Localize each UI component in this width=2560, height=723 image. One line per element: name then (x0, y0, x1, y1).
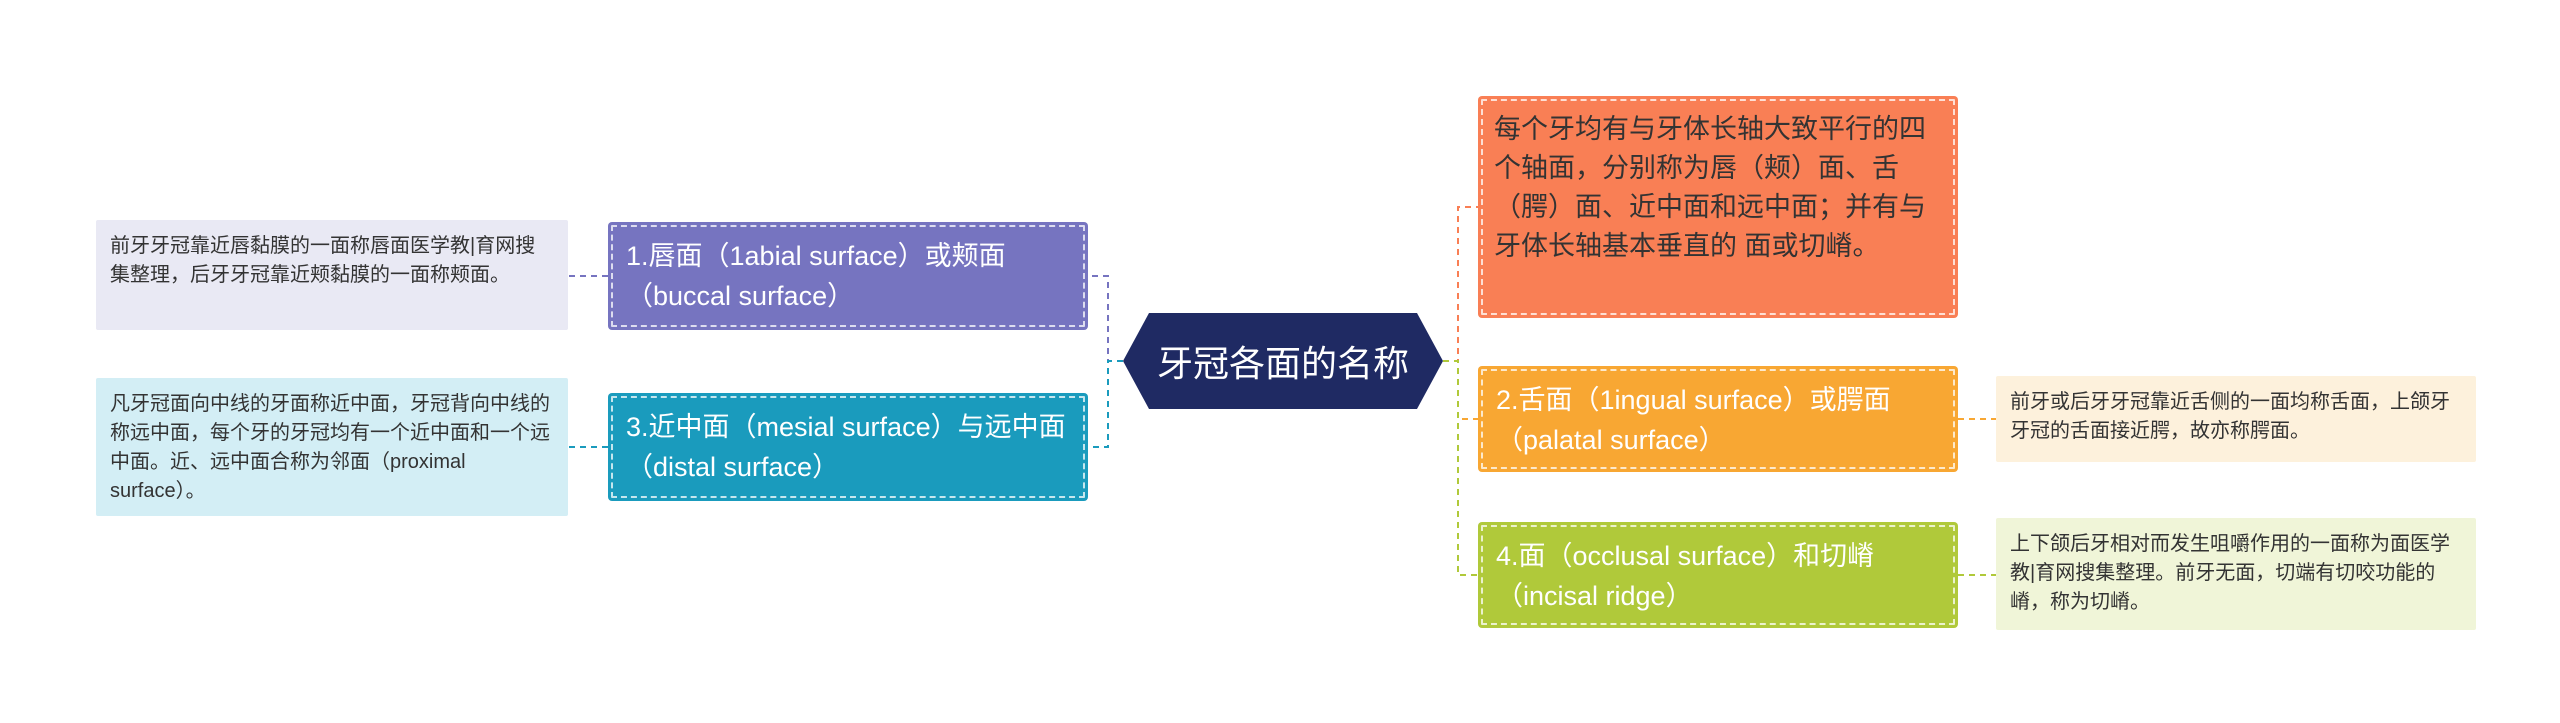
branch-occlusal-surface[interactable]: 4.面（occlusal surface）和切嵴（incisal ridge） (1478, 522, 1958, 628)
note-lingual-text: 前牙或后牙牙冠靠近舌侧的一面均称舌面，上颌牙牙冠的舌面接近腭，故亦称腭面。 (2010, 391, 2450, 442)
note-occlusal-surface[interactable]: 上下颌后牙相对而发生咀嚼作用的一面称为面医学教|育网搜集整理。前牙无面，切端有切… (1996, 518, 2476, 630)
branch-intro[interactable]: 每个牙均有与牙体长轴大致平行的四个轴面，分别称为唇（颊）面、舌（腭）面、近中面和… (1478, 96, 1958, 318)
branch-lingual-surface[interactable]: 2.舌面（1ingual surface）或腭面（palatal surface… (1478, 366, 1958, 472)
connector-center-occlusal (1443, 360, 1478, 576)
branch-occlusal-label: 4.面（occlusal surface）和切嵴（incisal ridge） (1496, 541, 1875, 611)
connector-center-lingual (1443, 360, 1478, 420)
note-labial-surface[interactable]: 前牙牙冠靠近唇黏膜的一面称唇面医学教|育网搜集整理，后牙牙冠靠近颊黏膜的一面称颊… (96, 220, 568, 330)
note-mesial-text: 凡牙冠面向中线的牙面称近中面，牙冠背向中线的称远中面，每个牙的牙冠均有一个近中面… (110, 393, 550, 502)
note-occlusal-text: 上下颌后牙相对而发生咀嚼作用的一面称为面医学教|育网搜集整理。前牙无面，切端有切… (2010, 533, 2450, 613)
central-topic-label: 牙冠各面的名称 (1156, 343, 1409, 384)
connector-center-intro (1443, 206, 1478, 362)
branch-labial-surface[interactable]: 1.唇面（1abial surface）或颊面（buccal surface） (608, 222, 1088, 330)
note-lingual-surface[interactable]: 前牙或后牙牙冠靠近舌侧的一面均称舌面，上颌牙牙冠的舌面接近腭，故亦称腭面。 (1996, 376, 2476, 462)
branch-mesial-surface[interactable]: 3.近中面（mesial surface）与远中面（distal surface… (608, 393, 1088, 501)
note-labial-text: 前牙牙冠靠近唇黏膜的一面称唇面医学教|育网搜集整理，后牙牙冠靠近颊黏膜的一面称颊… (110, 235, 536, 286)
branch-lingual-label: 2.舌面（1ingual surface）或腭面（palatal surface… (1496, 385, 1891, 455)
branch-mesial-label: 3.近中面（mesial surface）与远中面（distal surface… (626, 412, 1066, 482)
note-mesial-surface[interactable]: 凡牙冠面向中线的牙面称近中面，牙冠背向中线的称远中面，每个牙的牙冠均有一个近中面… (96, 378, 568, 516)
connector-center-mesial (1088, 360, 1123, 448)
central-topic[interactable]: 牙冠各面的名称 (1123, 313, 1443, 409)
branch-labial-label: 1.唇面（1abial surface）或颊面（buccal surface） (626, 241, 1006, 311)
branch-intro-label: 每个牙均有与牙体长轴大致平行的四个轴面，分别称为唇（颊）面、舌（腭）面、近中面和… (1494, 114, 1926, 261)
connector-center-labial (1088, 275, 1123, 362)
